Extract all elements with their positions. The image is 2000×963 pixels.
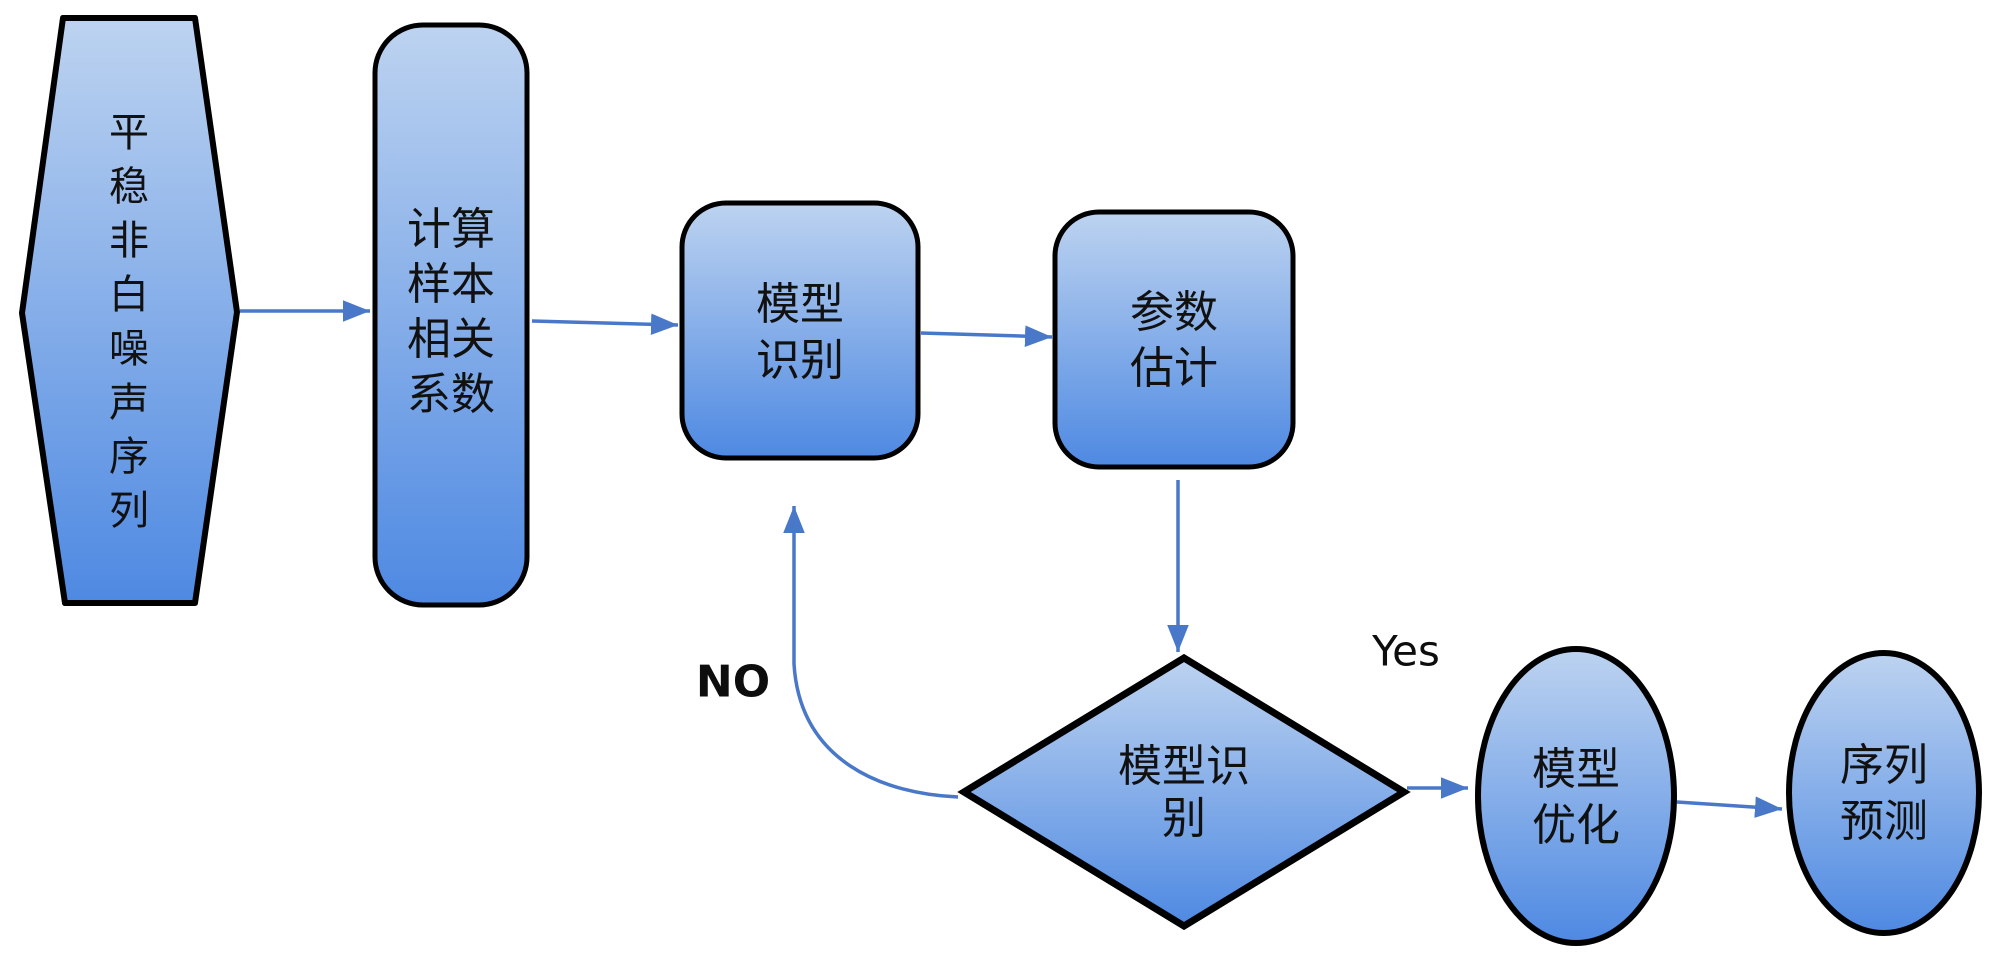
node-rect-parameter-estimation: [1052, 209, 1296, 470]
node-ellipse-sequence-forecast: [1786, 650, 1982, 936]
edge-check-no-back-to-identification: [783, 506, 959, 799]
edge-correlation-to-identification: [531, 313, 679, 336]
node-ellipse-model-optimization: [1475, 646, 1677, 946]
node-diamond-model-check: [957, 653, 1411, 931]
node-hexagon-stationary-series: [19, 15, 240, 606]
edge-label-no: NO: [695, 656, 771, 708]
edge-label-yes: Yes: [1372, 626, 1440, 676]
edge-optimization-to-forecast: [1676, 796, 1783, 818]
edge-identification-to-estimation: [920, 325, 1053, 347]
node-rect-model-identification: [679, 200, 921, 461]
node-rect-compute-sample-correlation: [372, 22, 530, 608]
